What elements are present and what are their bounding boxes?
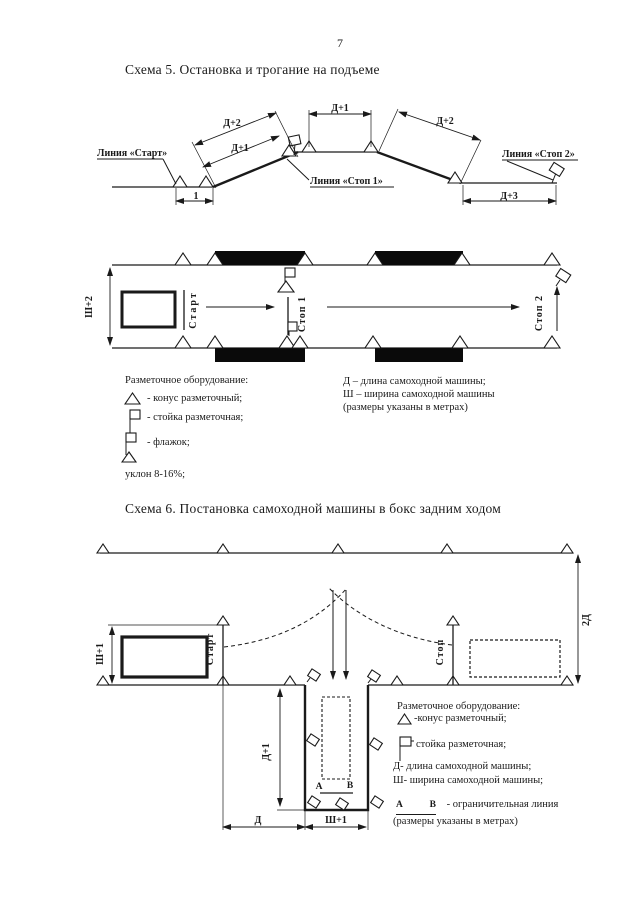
svg-text:Линия «Стоп 2»: Линия «Стоп 2» [502, 149, 575, 160]
dimension-top-flat: Д+1 [308, 103, 372, 147]
length-definition: Д – длина самоходной машины; [343, 376, 486, 387]
dimension-box-depth: Д+1 [261, 688, 305, 811]
legend5-cone-label: - конус разметочный; [147, 393, 243, 404]
dim-label: Д+2 [436, 116, 454, 127]
legend5-dimensions-note: Д – длина самоходной машины; Ш – ширина … [343, 375, 495, 415]
stop2-label: Стоп 2 [534, 295, 545, 331]
scheme6-title: Схема 6. Постановка самоходной машины в … [125, 501, 501, 516]
legend6-post-label: стойка разметочная; [416, 739, 507, 750]
stop-post-group: Стоп [435, 615, 461, 685]
dimension-left-slope: Д+2 Д+1 [191, 110, 299, 189]
vehicle-rectangle [120, 635, 209, 679]
stop1-label: Стоп 1 [297, 296, 308, 332]
dim-label: Д+2 [223, 118, 241, 129]
cone-icon [124, 392, 142, 405]
legend5-heading: Разметочное оборудование: [125, 375, 249, 386]
ramp-bars [215, 251, 463, 362]
dimension-corridor-width: Ш+2 [84, 267, 113, 346]
width-definition: Ш – ширина самоходной машины [343, 389, 495, 401]
reverse-trajectories [223, 587, 453, 680]
dim-label: Д [255, 815, 262, 826]
svg-text:Линия «Старт»: Линия «Старт» [97, 148, 167, 159]
dim-label: Д+1 [231, 143, 249, 154]
upper-boundary-cones [95, 543, 575, 554]
vehicle-ghost-rectangle [469, 639, 561, 678]
start-label: Старт [188, 291, 199, 328]
dim-label: Д+1 [331, 103, 349, 114]
stop1-group: Стоп 1 [276, 267, 308, 336]
limit-line-marks: А В [316, 781, 354, 794]
line-start-label: Линия «Старт» [97, 148, 177, 185]
dim-label: Ш+1 [325, 815, 347, 826]
box-flags [305, 668, 385, 811]
left-width-dimension: Ш+1 [95, 624, 225, 684]
legend6-length-definition: Д- длина самоходной машины; [393, 761, 532, 772]
dimension-runout: Д+3 [462, 185, 557, 205]
limit-line-label: - ограничительная линия [446, 799, 559, 810]
units-note: (размеры указаны в метрах) [343, 402, 468, 414]
stop2-group: Стоп 2 [534, 267, 572, 331]
line-stop2-label: Линия «Стоп 2» [502, 149, 578, 181]
stop2-flag-icon [548, 161, 565, 184]
dim-label: 1 [194, 191, 199, 202]
dim-label: Ш+1 [95, 643, 106, 665]
point-a: А [396, 800, 403, 810]
dim-label: Д+1 [261, 743, 272, 761]
dimension-area-depth: 2Д [575, 554, 592, 684]
small-flag-icon [121, 432, 138, 463]
scheme5-title: Схема 5. Остановка и трогание на подъеме [125, 62, 380, 77]
legend6-heading: Разметочное оборудование: [397, 701, 521, 712]
parked-vehicle-ghost [321, 696, 351, 780]
legend6-cone-label: -конус разметочный; [414, 713, 507, 724]
legend6-width-definition: Ш- ширина самоходной машины; [393, 775, 544, 786]
dim-label: Д+3 [500, 191, 518, 202]
page-number: 7 [337, 36, 343, 50]
point-b-label: В [347, 781, 354, 791]
marking-post-icon [129, 409, 141, 433]
dimension-base-1: 1 [175, 188, 214, 205]
start-line-group: Старт [183, 290, 199, 330]
point-b: В [429, 800, 436, 810]
vehicle-rectangle [120, 290, 177, 329]
cone-icon [397, 713, 413, 725]
point-a-label: А [316, 782, 323, 792]
marking-post-icon [399, 736, 414, 761]
dimension-bottom: Д Ш+1 [222, 685, 369, 830]
legend5-flag-label: - флажок; [147, 437, 190, 448]
svg-text:Линия «Стоп 1»: Линия «Стоп 1» [310, 176, 383, 187]
legend5-post-label: - стойка разметочная; [147, 412, 244, 423]
scheme5-plan-diagram: Ш+2 Старт Стоп 1 Стоп 2 [84, 251, 572, 362]
line-stop1-label: Линия «Стоп 1» [286, 158, 394, 188]
dim-label: Ш+2 [84, 296, 95, 318]
start-post-group: Старт [205, 615, 231, 685]
scheme5-profile-diagram: 1 Д+2 Д+1 Д+1 Д+2 Д+3 Линия «Старт» [97, 103, 578, 205]
legend6-units-note: (размеры указаны в метрах) [393, 816, 518, 827]
plan-cones-top [173, 252, 562, 266]
start-label: Старт [205, 633, 216, 665]
legend5-slope-note: уклон 8-16%; [125, 469, 185, 480]
dim-label: 2Д [581, 614, 592, 626]
dimension-right-slope: Д+2 [378, 108, 482, 183]
scheme6-diagram: 2Д Ш+1 Старт Стоп [95, 543, 592, 830]
plan-cones-bottom [173, 335, 562, 349]
stop-label: Стоп [435, 639, 446, 666]
garage-box-walls [303, 685, 370, 812]
